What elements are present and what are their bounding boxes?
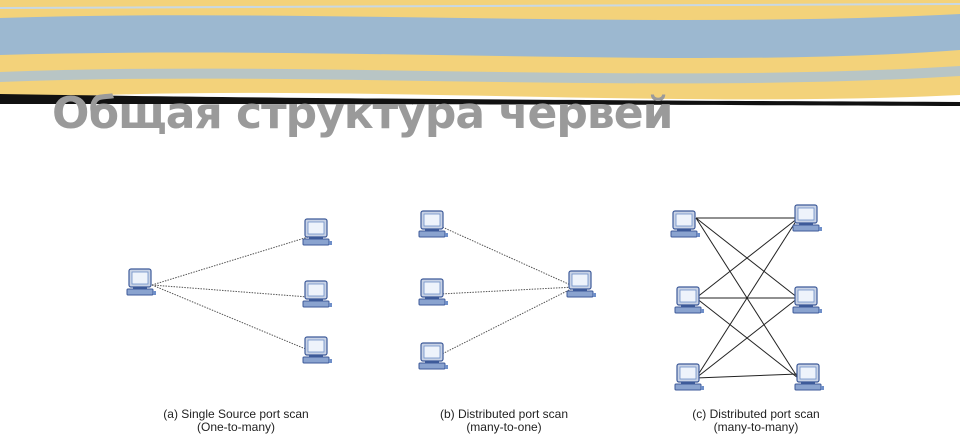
computer-icon	[794, 363, 825, 391]
computer-icon	[566, 270, 597, 298]
port-scan-diagrams	[126, 204, 825, 391]
caption-line2: (many-to-one)	[466, 420, 542, 434]
diagram-many-to-many	[670, 204, 825, 391]
computer-icon	[302, 218, 333, 246]
computer-icon	[674, 286, 705, 314]
caption-line1: (a) Single Source port scan	[163, 407, 309, 421]
slide-title: Общая структура червей	[52, 88, 673, 139]
computer-icon	[302, 280, 333, 308]
caption-one-to-many: (a) Single Source port scan (One-to-many…	[106, 408, 366, 434]
computer-icon	[418, 210, 449, 238]
caption-many-to-one: (b) Distributed port scan (many-to-one)	[374, 408, 634, 434]
caption-many-to-many: (c) Distributed port scan (many-to-many)	[626, 408, 886, 434]
computer-icon	[674, 363, 705, 391]
caption-line1: (b) Distributed port scan	[439, 407, 569, 421]
diagram-one-to-many	[126, 218, 333, 364]
header-banner	[0, 0, 960, 110]
caption-line2: (One-to-many)	[196, 420, 276, 434]
caption-line2: (many-to-many)	[713, 420, 799, 434]
computer-icon	[418, 342, 449, 370]
diagram-many-to-one	[418, 210, 597, 370]
computer-icon	[418, 278, 449, 306]
computer-icon	[792, 286, 823, 314]
computer-icon	[670, 210, 701, 238]
computer-icon	[302, 336, 333, 364]
caption-line1: (c) Distributed port scan	[692, 407, 820, 421]
computer-icon	[126, 268, 157, 296]
computer-icon	[792, 204, 823, 232]
